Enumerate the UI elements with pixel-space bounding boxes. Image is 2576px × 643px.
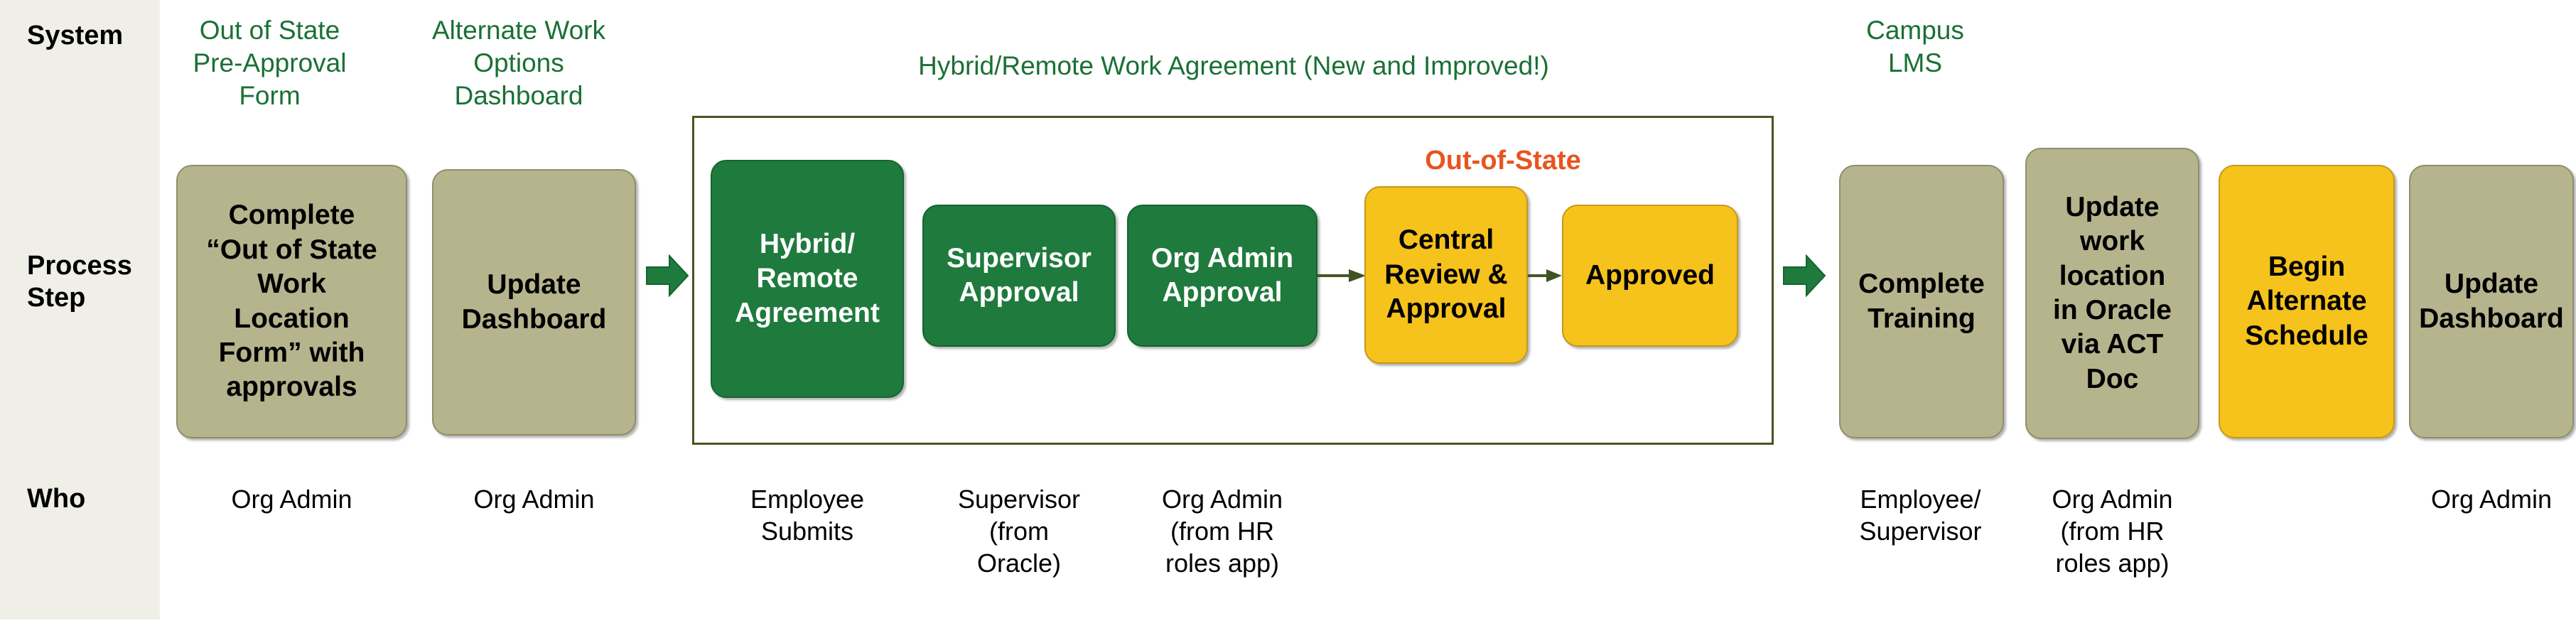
who-line: Employee xyxy=(750,485,865,514)
who-label-org-admin-hr-roles-1: Org Admin (from HR roles app) xyxy=(1127,483,1317,579)
process-step-complete-out-of-state-work-location-form[interactable]: Complete “Out of State Work Location For… xyxy=(176,165,407,438)
row-label-process-step: Process Step xyxy=(27,250,132,314)
step-line: Schedule xyxy=(2245,320,2368,351)
who-line: roles app) xyxy=(1165,549,1280,578)
who-label-org-admin-2: Org Admin xyxy=(432,483,636,515)
step-line: Dashboard xyxy=(2419,303,2564,334)
step-line: Remote xyxy=(756,263,858,294)
process-step-hybrid-remote-agreement[interactable]: Hybrid/ Remote Agreement xyxy=(711,160,904,398)
step-line: “Out of State xyxy=(206,234,377,265)
who-line: Org Admin xyxy=(2052,485,2173,514)
step-line: Review & xyxy=(1384,259,1508,290)
step-line: Approval xyxy=(959,277,1079,308)
who-line: (from HR xyxy=(2060,517,2165,546)
step-line: Doc xyxy=(2086,363,2139,394)
who-line: Org Admin xyxy=(1161,485,1283,514)
process-step-update-dashboard-2[interactable]: Update Dashboard xyxy=(2409,165,2574,438)
who-label-org-admin-hr-roles-2: Org Admin (from HR roles app) xyxy=(2025,483,2199,579)
who-line: Org Admin xyxy=(231,485,352,514)
who-label-employee-submits: Employee Submits xyxy=(711,483,904,547)
hybrid-remote-system-container xyxy=(692,116,1774,445)
row-label-system: System xyxy=(27,21,124,50)
system-label-line: Dashboard xyxy=(454,80,583,110)
who-label-org-admin-3: Org Admin xyxy=(2409,483,2574,515)
step-line: Central xyxy=(1398,225,1494,256)
step-line: Alternate xyxy=(2246,286,2367,317)
system-label-line: Alternate Work xyxy=(431,16,606,45)
system-label-hybrid-remote-work-agreement: Hybrid/Remote Work Agreement (New and Im… xyxy=(694,50,1774,82)
step-line: approvals xyxy=(226,372,357,403)
step-line: Approval xyxy=(1162,277,1283,308)
who-line: Submits xyxy=(760,517,854,546)
who-line: Oracle) xyxy=(976,549,1062,578)
callout-out-of-state: Out-of-State xyxy=(1425,146,1581,175)
system-label-line: Campus xyxy=(1866,16,1964,45)
flow-arrow-thin-2 xyxy=(1528,266,1562,285)
system-label-line: Out of State xyxy=(199,16,340,45)
who-line: Employee/ xyxy=(1860,485,1981,514)
who-label-org-admin-1: Org Admin xyxy=(176,483,407,515)
step-line: Complete xyxy=(228,200,355,231)
system-label-campus-lms: Campus LMS xyxy=(1819,14,2011,80)
process-step-complete-training[interactable]: Complete Training xyxy=(1839,165,2004,438)
row-label-process-line2: Step xyxy=(27,282,86,313)
step-line: Supervisor xyxy=(947,242,1092,274)
who-line: Org Admin xyxy=(2430,485,2553,514)
step-line: work xyxy=(2079,226,2145,257)
step-line: Agreement xyxy=(735,297,880,328)
step-line: Hybrid/ xyxy=(759,228,856,259)
process-step-supervisor-approval[interactable]: Supervisor Approval xyxy=(922,205,1116,347)
process-step-central-review-approval[interactable]: Central Review & Approval xyxy=(1364,186,1528,364)
row-label-who: Who xyxy=(27,484,86,514)
process-step-update-work-location-oracle-act-doc[interactable]: Update work location in Oracle via ACT D… xyxy=(2025,148,2199,439)
step-line: Begin xyxy=(2268,251,2346,282)
system-label-line: LMS xyxy=(1887,48,1943,77)
who-line: roles app) xyxy=(2055,549,2170,578)
flow-arrow-thin-1 xyxy=(1317,266,1366,285)
step-line: via ACT xyxy=(2061,329,2164,360)
step-line: Approved xyxy=(1585,259,1715,291)
who-label-supervisor-from-oracle: Supervisor (from Oracle) xyxy=(922,483,1116,579)
who-line: Supervisor xyxy=(957,485,1081,514)
step-line: Update xyxy=(2444,269,2539,300)
step-line: Work xyxy=(257,269,326,300)
step-line: Approval xyxy=(1386,293,1507,325)
who-line: (from HR xyxy=(1170,517,1274,546)
who-line: (from xyxy=(989,517,1049,546)
system-label-alternate-work-options-dashboard: Alternate Work Options Dashboard xyxy=(412,14,625,112)
system-label-line: Form xyxy=(239,80,301,110)
step-line: location xyxy=(2059,260,2166,291)
system-label-line: Hybrid/Remote Work Agreement (New and Im… xyxy=(918,51,1549,80)
system-label-out-of-state-pre-approval-form: Out of State Pre-Approval Form xyxy=(179,14,360,112)
row-label-process-line1: Process xyxy=(27,251,132,281)
step-line: in Oracle xyxy=(2053,295,2172,325)
step-line: Location xyxy=(234,303,350,334)
step-line: Form” with xyxy=(218,337,365,368)
row-label-column: System Process Step Who xyxy=(0,0,160,620)
system-label-line: Pre-Approval xyxy=(193,48,347,77)
flow-arrow-block-2 xyxy=(1782,254,1826,297)
step-line: Complete xyxy=(1858,269,1985,300)
step-line: Org Admin xyxy=(1150,242,1294,274)
system-label-line: Options xyxy=(473,48,564,77)
who-label-employee-supervisor: Employee/ Supervisor xyxy=(1826,483,2015,547)
process-step-begin-alternate-schedule[interactable]: Begin Alternate Schedule xyxy=(2219,165,2395,438)
who-line: Supervisor xyxy=(1859,517,1982,546)
step-line: Update xyxy=(487,269,581,301)
flow-arrow-block-1 xyxy=(645,254,689,297)
who-line: Org Admin xyxy=(473,485,595,514)
step-line: Update xyxy=(2065,191,2160,222)
step-line: Training xyxy=(1868,303,1976,334)
process-step-update-dashboard-1[interactable]: Update Dashboard xyxy=(432,169,636,436)
step-line: Dashboard xyxy=(461,303,607,335)
process-step-org-admin-approval[interactable]: Org Admin Approval xyxy=(1127,205,1317,347)
process-step-approved[interactable]: Approved xyxy=(1562,205,1738,347)
